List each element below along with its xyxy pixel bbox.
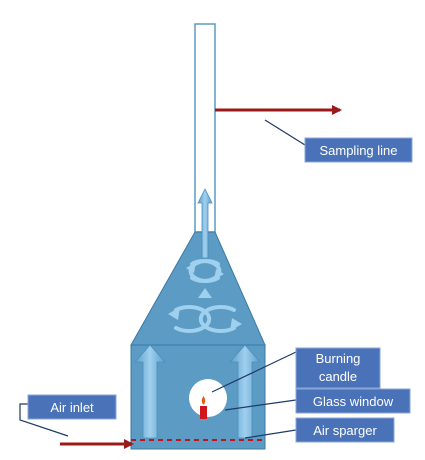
leader-lines [19,119,306,439]
label-sampling-line: Sampling line [304,137,413,163]
label-air-inlet: Air inlet [27,394,117,420]
glass-window-leader [224,399,297,411]
svg-text:Sampling line: Sampling line [319,143,397,158]
svg-text:Air inlet: Air inlet [50,400,94,415]
label-glass-window: Glass window [295,388,411,414]
svg-text:Burning: Burning [316,351,361,366]
flame-icon [201,396,206,405]
left-upward-flow-arrow [134,344,166,439]
glass-window [189,379,227,417]
svg-text:candle: candle [319,369,357,384]
right-upward-flow-arrow [229,344,261,439]
label-air-sparger: Air sparger [295,417,395,443]
burning-candle-leader [211,351,297,393]
label-burning-candle: Burning candle [295,347,381,389]
air-inlet-leader [19,403,69,437]
chimney-flow-arrow [197,188,213,259]
air-sparger-leader [244,429,297,439]
svg-text:Air sparger: Air sparger [313,423,377,438]
candle-icon [200,406,207,419]
svg-text:Glass window: Glass window [313,394,394,409]
sampling-line-leader [264,119,306,146]
circulation-flow-arrows [174,259,236,333]
circulation-arrow-heads [168,262,242,331]
